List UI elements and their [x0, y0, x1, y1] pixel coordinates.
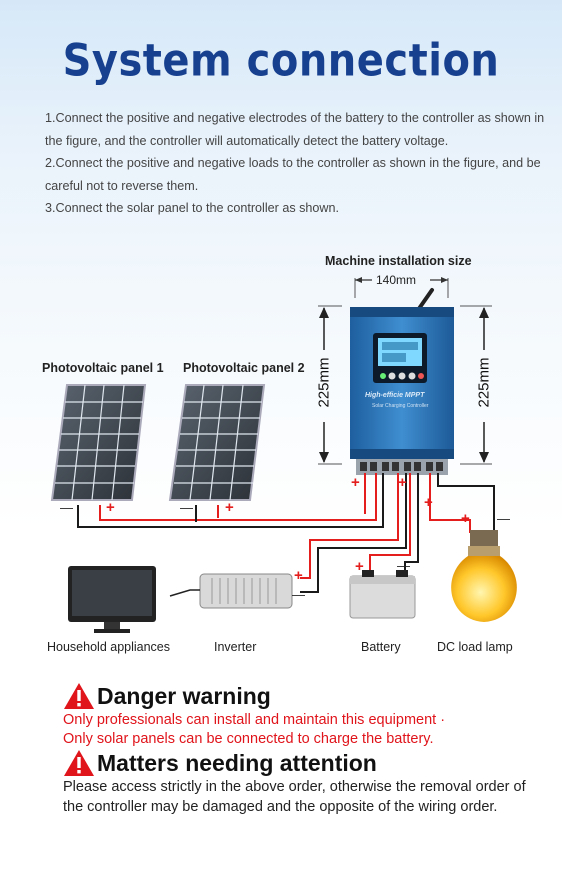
page-title: System connection [62, 35, 500, 87]
danger-heading: Danger warning [63, 682, 271, 710]
warning-triangle-icon [64, 750, 94, 776]
panel1-minus-sign: — [60, 500, 73, 515]
inverter-plus-sign: + [294, 567, 303, 584]
step-3: 3.Connect the solar panel to the control… [45, 201, 340, 215]
panel-wires [77, 473, 384, 528]
lamp-label: DC load lamp [437, 640, 513, 654]
battery-label: Battery [361, 640, 401, 654]
battery-plus-sign: + [355, 558, 364, 575]
attention-heading: Matters needing attention [63, 749, 377, 777]
width-dimension-label: 140mm [376, 273, 417, 287]
ctrl-plus-load: + [424, 494, 433, 511]
width-dimension [354, 277, 449, 298]
step-1: 1.Connect the positive and negative elec… [45, 111, 545, 148]
battery-illustration [349, 570, 416, 619]
mppt-controller [350, 288, 454, 475]
danger-line-1: Only professionals can install and maint… [63, 712, 446, 728]
panel1-label: Photovoltaic panel 1 [42, 361, 164, 375]
monitor-illustration [68, 566, 156, 633]
danger-heading-text: Danger warning [97, 682, 271, 709]
appliances-label: Household appliances [47, 640, 171, 654]
panel2-plus-sign: + [225, 499, 234, 516]
panel2-label: Photovoltaic panel 2 [183, 361, 305, 375]
load-wires [300, 473, 495, 593]
step-2: 2.Connect the positive and negative load… [45, 156, 541, 193]
inverter-minus-sign: — [292, 587, 305, 602]
ctrl-plus-pv: + [351, 474, 360, 491]
controller-sub-label: Solar Charging Controller [372, 403, 429, 409]
warning-triangle-icon [64, 683, 94, 709]
solar-panel-1 [50, 384, 147, 501]
height-dimension-left [318, 305, 342, 465]
instructions: 1.Connect the positive and negative elec… [45, 107, 545, 220]
controller-brand-label: High-efficie MPPT [365, 392, 425, 399]
height-dimension-right [460, 305, 492, 465]
lamp-plus-sign: + [461, 510, 470, 527]
ctrl-plus-bat: + [398, 474, 407, 491]
panel2-minus-sign: — [180, 500, 193, 515]
battery-minus-sign: — [397, 558, 410, 573]
install-size-label: Machine installation size [325, 254, 472, 268]
inverter-illustration [169, 573, 293, 609]
inverter-label: Inverter [214, 640, 257, 654]
attention-text: Please access strictly in the above orde… [63, 779, 526, 815]
attention-heading-text: Matters needing attention [97, 749, 377, 776]
height-dimension-label-left: 225mm [315, 357, 333, 408]
solar-panel-2 [168, 384, 266, 501]
height-dimension-label-right: 225mm [475, 357, 493, 408]
danger-line-2: Only solar panels can be connected to ch… [63, 731, 434, 747]
lamp-illustration [451, 530, 517, 622]
panel1-plus-sign: + [106, 499, 115, 516]
lamp-minus-sign: — [497, 511, 510, 526]
